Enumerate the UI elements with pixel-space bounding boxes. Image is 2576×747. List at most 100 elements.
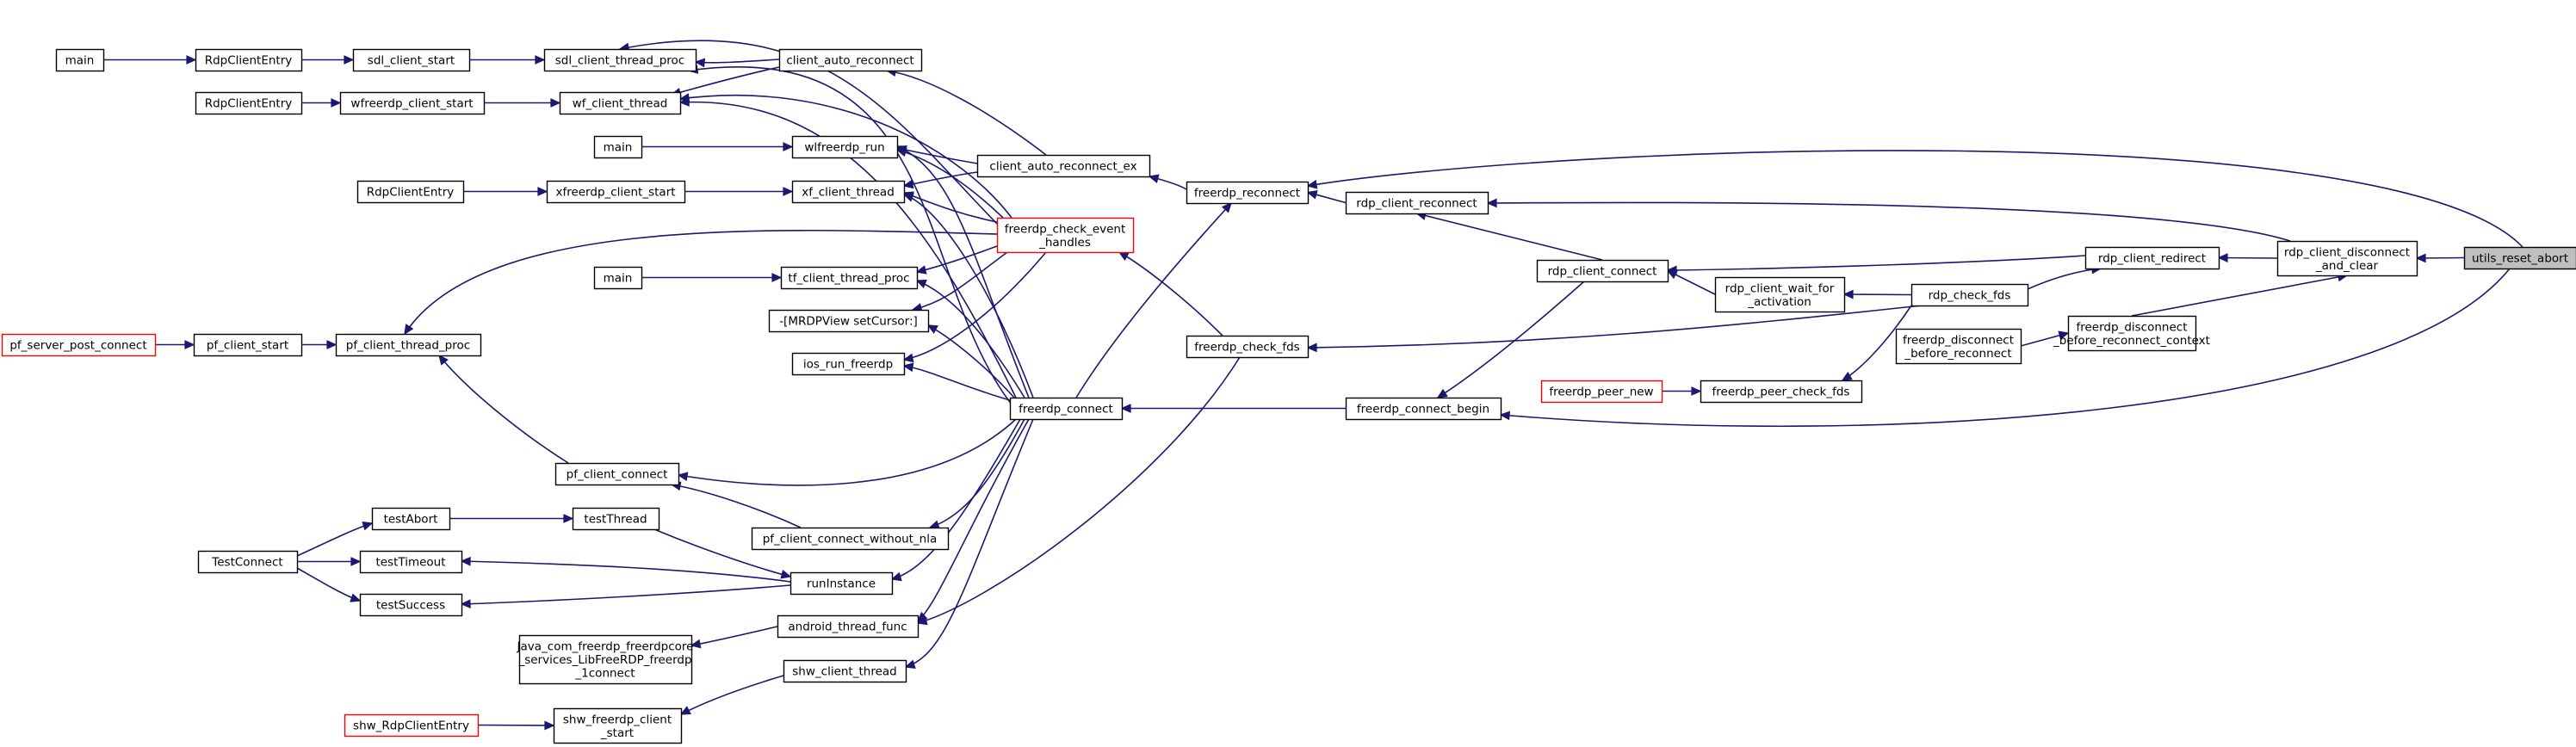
node-rdp-client-wait-for-activation[interactable]: rdp_client_wait_for_activation	[1714, 276, 1846, 313]
node-box	[1910, 283, 2029, 307]
node-box	[518, 634, 693, 685]
node-testconnect[interactable]: TestConnect	[197, 550, 299, 574]
node-runinstance[interactable]: runInstance	[790, 571, 894, 596]
node-rdp-client-reconnect[interactable]: rdp_client_reconnect	[1345, 191, 1489, 215]
node-box	[339, 91, 486, 115]
node-wlfreerdp-run[interactable]: wlfreerdp_run	[791, 135, 899, 159]
node-box	[1345, 397, 1502, 421]
node-freerdp-connect[interactable]: freerdp_connect	[1009, 397, 1124, 421]
node-pf-client-connect-without-nla[interactable]: pf_client_connect_without_nla	[751, 527, 950, 551]
node-shw-freerdp-client-start[interactable]: shw_freerdp_client_start	[553, 707, 683, 744]
node-testtimeout[interactable]: testTimeout	[359, 550, 463, 574]
edge-utils-reset-abort-to-freerdp-connect-begin	[1499, 268, 2511, 428]
node-client-auto-reconnect[interactable]: client_auto_reconnect	[778, 48, 923, 72]
node-pf-client-start[interactable]: pf_client_start	[193, 333, 303, 357]
node-box	[791, 180, 906, 204]
node-box	[371, 507, 451, 531]
node-pf-client-thread-proc[interactable]: pf_client_thread_proc	[335, 333, 482, 357]
node-testabort[interactable]: testAbort	[371, 507, 451, 531]
node-main2[interactable]: main	[593, 135, 643, 159]
node-rdp-client-connect[interactable]: rdp_client_connect	[1536, 259, 1669, 283]
edge-rdp-client-disconnect-and-clear-to-rdp-client-redirect	[2217, 253, 2278, 263]
edge-freerdp-check-event-handles-to-tf-client-thread-proc	[915, 245, 998, 275]
node-label: rdp_client_wait_for	[1725, 281, 1835, 295]
node-freerdp-disconnect-before-reconnect-context[interactable]: freerdp_disconnect_before_reconnect_cont…	[2053, 315, 2210, 352]
node-testsuccess[interactable]: testSuccess	[359, 593, 463, 617]
node-freerdp-peer-new[interactable]: freerdp_peer_new	[1540, 380, 1663, 404]
edge-pf-server-post-connect-to-pf-client-start	[155, 340, 195, 349]
node-tf-client-thread-proc[interactable]: tf_client_thread_proc	[780, 266, 919, 290]
node-xf-client-thread[interactable]: xf_client_thread	[791, 180, 906, 204]
node-label: rdp_client_connect	[1548, 265, 1657, 279]
node-box	[559, 91, 682, 115]
node-sdl-client-start[interactable]: sdl_client_start	[352, 48, 471, 72]
edge-freerdp-reconnect-to-client-auto-reconnect-ex	[1148, 174, 1187, 190]
node-wfreerdp-client-start[interactable]: wfreerdp_client_start	[339, 91, 486, 115]
node-box	[790, 571, 894, 596]
node-rdpcliententry3[interactable]: RdpClientEntry	[356, 180, 465, 204]
node-freerdp-connect-begin[interactable]: freerdp_connect_begin	[1345, 397, 1502, 421]
node-box	[1700, 380, 1863, 404]
edge-freerdp-connect-to-runinstance	[890, 418, 1021, 582]
edge-rdp-check-fds-to-rdp-client-wait-for-activation	[1842, 289, 1912, 299]
node-pf-server-post-connect[interactable]: pf_server_post_connect	[1, 333, 157, 357]
edge-utils-reset-abort-to-freerdp-reconnect	[1306, 150, 2523, 248]
node-rdp-check-fds[interactable]: rdp_check_fds	[1910, 283, 2029, 307]
node-wf-client-thread[interactable]: wf_client_thread	[559, 91, 682, 115]
node-box	[543, 48, 697, 72]
node-freerdp-reconnect[interactable]: freerdp_reconnect	[1186, 181, 1310, 205]
node-java-freerdp-connect[interactable]: Java_com_freerdp_freerdpcore_services_Li…	[517, 634, 694, 685]
node-label: freerdp_peer_new	[1549, 386, 1653, 399]
node-box	[553, 707, 683, 744]
node-pf-client-connect[interactable]: pf_client_connect	[554, 462, 680, 486]
node-xfreerdp-client-start[interactable]: xfreerdp_client_start	[546, 180, 686, 204]
node-box	[572, 507, 660, 531]
node-mrdpview-setcursor[interactable]: -[MRDPView setCursor:]	[768, 309, 930, 333]
edge-testabort-to-testthread	[449, 514, 574, 523]
node-label: wfreerdp_client_start	[350, 97, 473, 111]
node-rdpcliententry2[interactable]: RdpClientEntry	[195, 91, 303, 115]
edge-freerdp-disconnect-before-reconnect-context-to-rdp-client-disconnect-and-clear	[2131, 272, 2349, 317]
node-shw-rdpcliententry[interactable]: shw_RdpClientEntry	[344, 713, 480, 738]
edge-testthread-to-runinstance	[653, 528, 792, 579]
edge-freerdp-connect-to-wlfreerdp-run	[895, 145, 1030, 398]
node-freerdp-check-event-handles[interactable]: freerdp_check_event_handles	[996, 217, 1135, 254]
node-shw-client-thread[interactable]: shw_client_thread	[783, 659, 907, 683]
node-freerdp-check-fds[interactable]: freerdp_check_fds	[1186, 335, 1310, 359]
edge-android-thread-func-to-java-freerdp-connect	[690, 626, 778, 649]
node-rdp-client-redirect[interactable]: rdp_client_redirect	[2084, 246, 2220, 270]
node-box	[783, 659, 907, 683]
node-box	[197, 550, 299, 574]
edge-freerdp-peer-new-to-freerdp-peer-check-fds	[1662, 386, 1702, 396]
node-freerdp-disconnect-before-reconnect[interactable]: freerdp_disconnect_before_reconnect	[1895, 328, 2022, 365]
node-box	[1186, 181, 1310, 205]
node-utils-reset-abort[interactable]: utils_reset_abort	[2463, 246, 2576, 270]
edge-layer	[103, 40, 2523, 731]
node-label: _activation	[1747, 295, 1811, 309]
node-freerdp-peer-check-fds[interactable]: freerdp_peer_check_fds	[1700, 380, 1863, 404]
edge-runinstance-to-testtimeout	[460, 556, 791, 583]
node-label: pf_client_connect	[567, 468, 668, 482]
node-box	[1536, 259, 1669, 283]
node-main3[interactable]: main	[593, 266, 643, 290]
node-testthread[interactable]: testThread	[572, 507, 660, 531]
edge-testconnect-to-testsuccess	[296, 567, 362, 602]
node-label: _before_reconnect	[1904, 347, 2011, 361]
node-label: testThread	[584, 513, 647, 527]
node-label: _1connect	[574, 667, 635, 681]
node-box	[359, 593, 463, 617]
node-sdl-client-thread-proc[interactable]: sdl_client_thread_proc	[543, 48, 697, 72]
node-box	[1540, 380, 1663, 404]
node-ios-run-freerdp[interactable]: ios_run_freerdp	[791, 352, 906, 376]
node-client-auto-reconnect-ex[interactable]: client_auto_reconnect_ex	[976, 154, 1151, 178]
node-box	[2463, 246, 2576, 270]
node-label: rdp_client_reconnect	[1356, 197, 1477, 211]
node-android-thread-func[interactable]: android_thread_func	[777, 614, 920, 639]
node-box	[359, 550, 463, 574]
node-rdpcliententry1[interactable]: RdpClientEntry	[195, 48, 303, 72]
node-label: pf_client_connect_without_nla	[763, 533, 938, 546]
node-main1[interactable]: main	[55, 48, 105, 72]
node-rdp-client-disconnect-and-clear[interactable]: rdp_client_disconnect_and_clear	[2276, 240, 2418, 277]
node-label: freerdp_disconnect	[1903, 333, 2014, 347]
edge-rdpcliententry2-to-wfreerdp-client-start	[301, 98, 342, 108]
